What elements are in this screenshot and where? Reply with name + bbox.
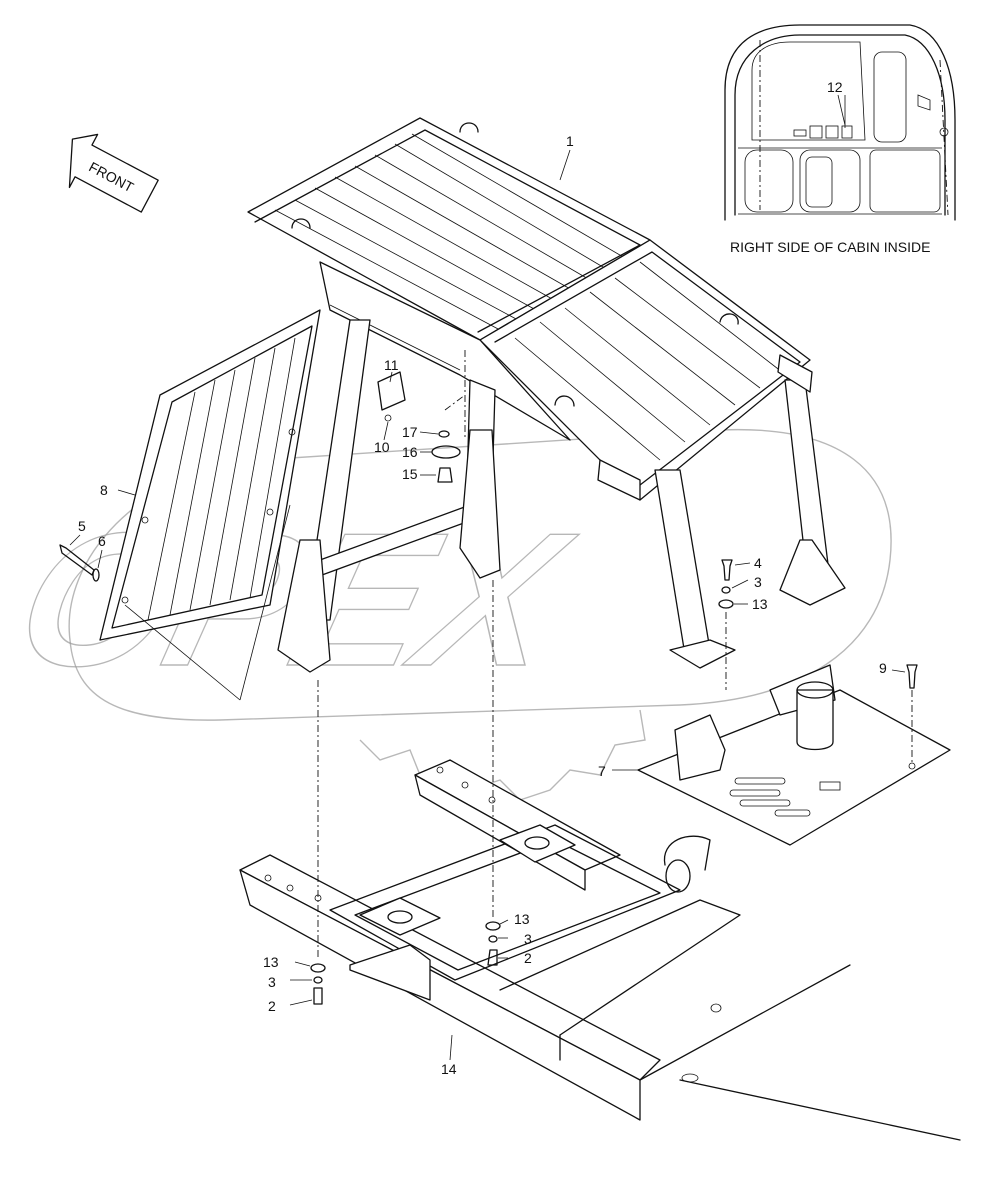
washer-3-left (313, 976, 323, 984)
callout-14: 14 (441, 1061, 457, 1077)
callout-13-upper: 13 (752, 596, 768, 612)
bolt-4 (721, 559, 733, 581)
callout-9: 9 (879, 660, 887, 676)
callout-2-left: 2 (268, 998, 276, 1014)
callout-3-right: 3 (524, 931, 532, 947)
plug-15 (437, 467, 453, 483)
screw-10 (384, 414, 392, 422)
callout-4: 4 (754, 555, 762, 571)
washer-3-upper (721, 586, 731, 594)
cabin-inset: RIGHT SIDE OF CABIN INSIDE (724, 24, 956, 255)
callout-13-right: 13 (514, 911, 530, 927)
callout-3-upper: 3 (754, 574, 762, 590)
callout-13-left: 13 (263, 954, 279, 970)
callout-12: 12 (827, 79, 843, 95)
callout-2-right: 2 (524, 950, 532, 966)
upper-frame-14 (239, 759, 961, 1141)
washer-13-upper (718, 599, 734, 609)
callout-10: 10 (374, 439, 390, 455)
canopy-guard (247, 117, 846, 673)
callout-11: 11 (384, 357, 399, 373)
nut-17 (438, 430, 450, 438)
callouts: 1 2 2 3 3 3 4 5 6 7 8 9 10 11 12 13 13 1… (78, 79, 887, 1077)
callout-6: 6 (98, 533, 106, 549)
callout-15: 15 (402, 466, 418, 482)
floor-plate-7 (637, 664, 951, 846)
front-arrow: FRONT (68, 133, 159, 213)
inset-caption: RIGHT SIDE OF CABIN INSIDE (730, 239, 930, 255)
callout-8: 8 (100, 482, 108, 498)
alignment-lines (317, 350, 913, 960)
washer-6 (92, 568, 100, 582)
washer-13-right (485, 921, 501, 931)
callout-3-left: 3 (268, 974, 276, 990)
bolt-2-left (313, 987, 323, 1005)
callout-17: 17 (402, 424, 418, 440)
leader-lines (69, 94, 906, 1061)
callout-5: 5 (78, 518, 86, 534)
cover-11 (377, 371, 406, 411)
side-guard (99, 309, 321, 641)
bolt-9 (906, 664, 918, 689)
callout-1: 1 (566, 133, 574, 149)
callout-16: 16 (402, 444, 418, 460)
bolt-2-right (487, 949, 498, 966)
washer-3-right (488, 935, 498, 943)
washer-13-left (310, 963, 326, 973)
callout-7: 7 (598, 763, 606, 779)
